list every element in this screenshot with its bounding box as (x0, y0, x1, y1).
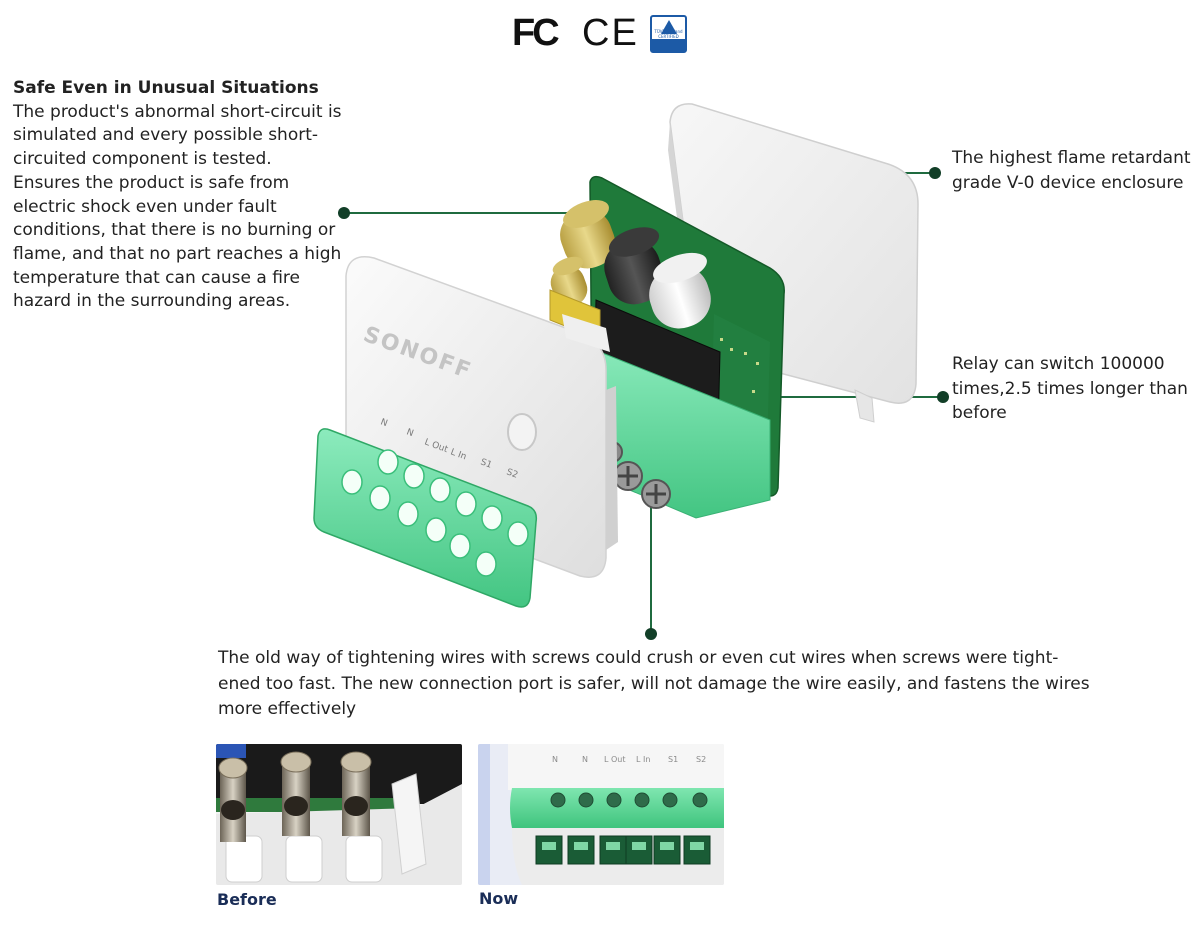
relay-leader-line (708, 396, 942, 398)
capacitor-white (649, 252, 711, 329)
terminal-screw (613, 461, 643, 491)
now-label-s1: S1 (668, 755, 678, 764)
tuv-certified-logo: TÜVRheinland CERTIFIED (650, 15, 687, 53)
product-exploded-illustration: SONOFF N N L Out L In S1 S2 (313, 103, 919, 608)
old-screw-terminal (218, 757, 248, 842)
safety-leader-line (344, 212, 606, 214)
connection-port-description: The old way of tightening wires with scr… (218, 648, 1090, 719)
relay-callout: Relay can switch 100000 times,2.5 times … (952, 354, 1188, 423)
tuv-logo-lettering: TÜVRheinland CERTIFIED (654, 29, 683, 39)
now-photo-push-terminals: N N L Out L In S1 S2 (478, 744, 724, 885)
safety-heading: Safe Even in Unusual Situations (13, 78, 319, 98)
terminal-leader-line (650, 500, 652, 634)
now-label-lout: L Out (604, 755, 626, 764)
safety-leader-dot (338, 207, 350, 219)
now-label-n1: N (552, 755, 558, 764)
now-label-lin: L In (636, 755, 650, 764)
capacitor-gold-large (560, 200, 616, 269)
safety-body: The product's abnormal short-circuit is … (13, 101, 342, 312)
terminal-label-s1: S1 (479, 457, 493, 470)
now-caption: Now (479, 889, 519, 908)
now-label-s2: S2 (696, 755, 706, 764)
ce-logo: CE (582, 12, 639, 54)
front-terminal-strip (313, 428, 538, 608)
safety-section: Safe Even in Unusual Situations The prod… (13, 77, 343, 314)
old-screw-terminal (340, 751, 372, 836)
flame-retardant-callout: The highest flame retardant grade V-0 de… (952, 148, 1191, 193)
fcc-logo: FC (512, 12, 560, 54)
before-caption: Before (217, 890, 277, 909)
terminal-label-n1: N (379, 417, 389, 429)
relay-leader-dot (937, 391, 949, 403)
now-label-n2: N (582, 755, 588, 764)
terminal-label-s2: S2 (505, 467, 519, 480)
old-screw-terminal (280, 751, 312, 836)
terminal-label-n2: N (405, 427, 415, 439)
capacitor-black (604, 227, 664, 305)
terminal-screw (641, 479, 671, 509)
flame-leader-dot (929, 167, 941, 179)
before-photo-screw-terminals (216, 744, 462, 885)
terminal-leader-dot (645, 628, 657, 640)
